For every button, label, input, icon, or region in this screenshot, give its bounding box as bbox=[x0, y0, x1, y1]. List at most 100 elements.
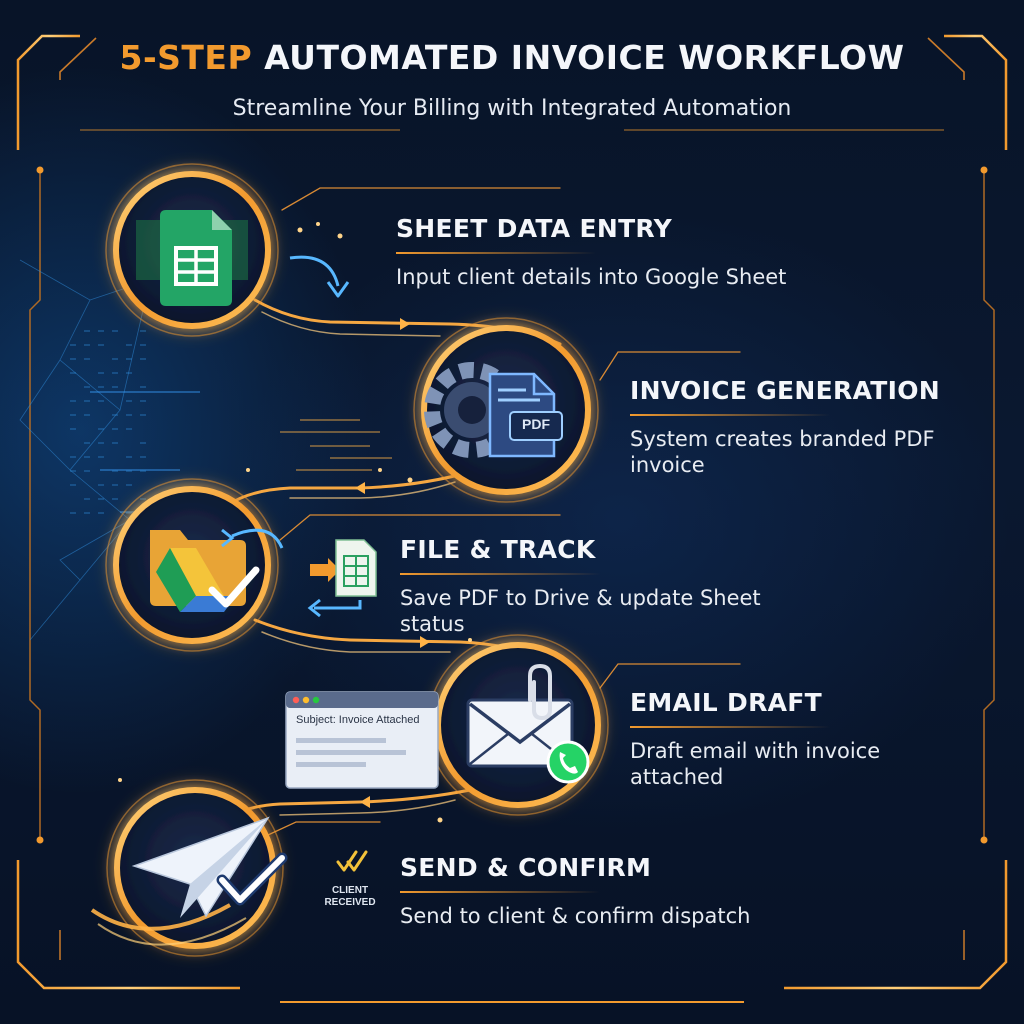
data-dot bbox=[126, 456, 132, 458]
data-dot bbox=[98, 330, 104, 332]
data-dot bbox=[98, 498, 104, 500]
frame-inner-top-right bbox=[927, 37, 965, 80]
paper-plane-icon bbox=[90, 816, 288, 946]
step-2-description: System creates branded PDF invoice bbox=[630, 427, 935, 477]
data-dot bbox=[84, 512, 90, 514]
data-dot bbox=[84, 442, 90, 444]
data-dot bbox=[140, 386, 146, 388]
title-accent: 5-STEP bbox=[119, 38, 253, 77]
data-dot bbox=[70, 512, 76, 514]
data-dot bbox=[140, 344, 146, 346]
google-sheets-icon bbox=[136, 210, 248, 306]
frame-inner-right bbox=[983, 170, 995, 840]
step-1-title: SHEET DATA ENTRY bbox=[396, 214, 673, 243]
client-received-badge: CLIENT RECEIVED bbox=[312, 885, 388, 909]
google-drive-icon bbox=[150, 528, 284, 612]
data-dot bbox=[70, 428, 76, 430]
data-dot bbox=[112, 414, 118, 416]
page-title: 5-STEP AUTOMATED INVOICE WORKFLOW bbox=[0, 38, 1024, 77]
data-dot bbox=[98, 442, 104, 444]
step-4-description: Draft email with invoice attached bbox=[630, 739, 881, 789]
data-dot bbox=[140, 470, 146, 472]
data-dot bbox=[112, 470, 118, 472]
data-dot bbox=[112, 498, 118, 500]
step-3-description: Save PDF to Drive & update Sheet status bbox=[400, 586, 761, 636]
data-dot bbox=[126, 358, 132, 360]
step-4-divider bbox=[630, 726, 830, 728]
data-dot bbox=[112, 358, 118, 360]
data-dot bbox=[126, 372, 132, 374]
data-dot bbox=[126, 414, 132, 416]
data-dot bbox=[140, 414, 146, 416]
data-dot bbox=[112, 442, 118, 444]
data-dot bbox=[140, 498, 146, 500]
data-dot bbox=[98, 456, 104, 458]
whatsapp-icon bbox=[546, 740, 590, 784]
data-dot bbox=[84, 386, 90, 388]
data-dot bbox=[70, 484, 76, 486]
data-dot bbox=[126, 484, 132, 486]
email-preview-window bbox=[285, 691, 439, 789]
data-dot bbox=[140, 456, 146, 458]
data-dot bbox=[126, 470, 132, 472]
data-dot bbox=[98, 512, 104, 514]
step-2: INVOICE GENERATION System creates brande… bbox=[630, 376, 1024, 478]
frame-bottom-inner bbox=[59, 930, 965, 960]
frame-top-left bbox=[16, 34, 80, 150]
data-dot bbox=[84, 414, 90, 416]
step-1-description: Input client details into Google Sheet bbox=[396, 265, 787, 289]
frame-bottom-left bbox=[16, 860, 240, 990]
data-dot bbox=[98, 372, 104, 374]
step-2-title: INVOICE GENERATION bbox=[630, 376, 941, 405]
data-dot bbox=[126, 428, 132, 430]
step-1-divider bbox=[396, 252, 596, 254]
data-dot bbox=[98, 484, 104, 486]
data-dot bbox=[112, 428, 118, 430]
title-main: AUTOMATED INVOICE WORKFLOW bbox=[264, 38, 905, 77]
data-dot bbox=[112, 484, 118, 486]
frame-bottom-right bbox=[784, 860, 1008, 990]
frame-inner-top bbox=[59, 37, 97, 80]
connector-arrows bbox=[355, 318, 430, 808]
data-dot bbox=[70, 358, 76, 360]
page-subtitle: Streamline Your Billing with Integrated … bbox=[232, 96, 792, 121]
pdf-label: PDF bbox=[522, 416, 550, 432]
envelope-attachment-icon bbox=[466, 663, 574, 768]
data-dot bbox=[140, 330, 146, 332]
step-5-divider bbox=[400, 891, 600, 893]
data-dot bbox=[70, 400, 76, 402]
data-dot bbox=[84, 456, 90, 458]
data-dot bbox=[84, 358, 90, 360]
data-dot bbox=[140, 358, 146, 360]
data-dot bbox=[98, 344, 104, 346]
email-subject: Subject: Invoice Attached bbox=[296, 714, 420, 726]
data-dot bbox=[84, 400, 90, 402]
step-3-divider bbox=[400, 573, 600, 575]
data-dot bbox=[70, 372, 76, 374]
data-dot bbox=[84, 470, 90, 472]
step-1: SHEET DATA ENTRY Input client details in… bbox=[396, 214, 796, 290]
data-dot bbox=[84, 498, 90, 500]
sparkle-particles bbox=[118, 222, 472, 823]
step-4-title: EMAIL DRAFT bbox=[630, 688, 823, 717]
step-2-divider bbox=[630, 414, 830, 416]
data-dot bbox=[98, 386, 104, 388]
curved-arrow-icon bbox=[289, 255, 350, 298]
data-dot bbox=[140, 442, 146, 444]
data-dot bbox=[70, 414, 76, 416]
data-dot bbox=[126, 344, 132, 346]
gear-pdf-icon bbox=[424, 362, 563, 458]
data-dot bbox=[98, 428, 104, 430]
double-check-icon bbox=[336, 850, 368, 872]
data-dot bbox=[126, 400, 132, 402]
frame-inner-left bbox=[29, 170, 41, 840]
client-badge-line1: CLIENT bbox=[331, 885, 369, 896]
data-dot bbox=[84, 330, 90, 332]
step-5-description: Send to client & confirm dispatch bbox=[400, 904, 751, 928]
step-5: SEND & CONFIRM Send to client & confirm … bbox=[400, 853, 800, 929]
step-3: FILE & TRACK Save PDF to Drive & update … bbox=[400, 535, 800, 637]
step-5-title: SEND & CONFIRM bbox=[400, 853, 652, 882]
data-dot bbox=[112, 372, 118, 374]
